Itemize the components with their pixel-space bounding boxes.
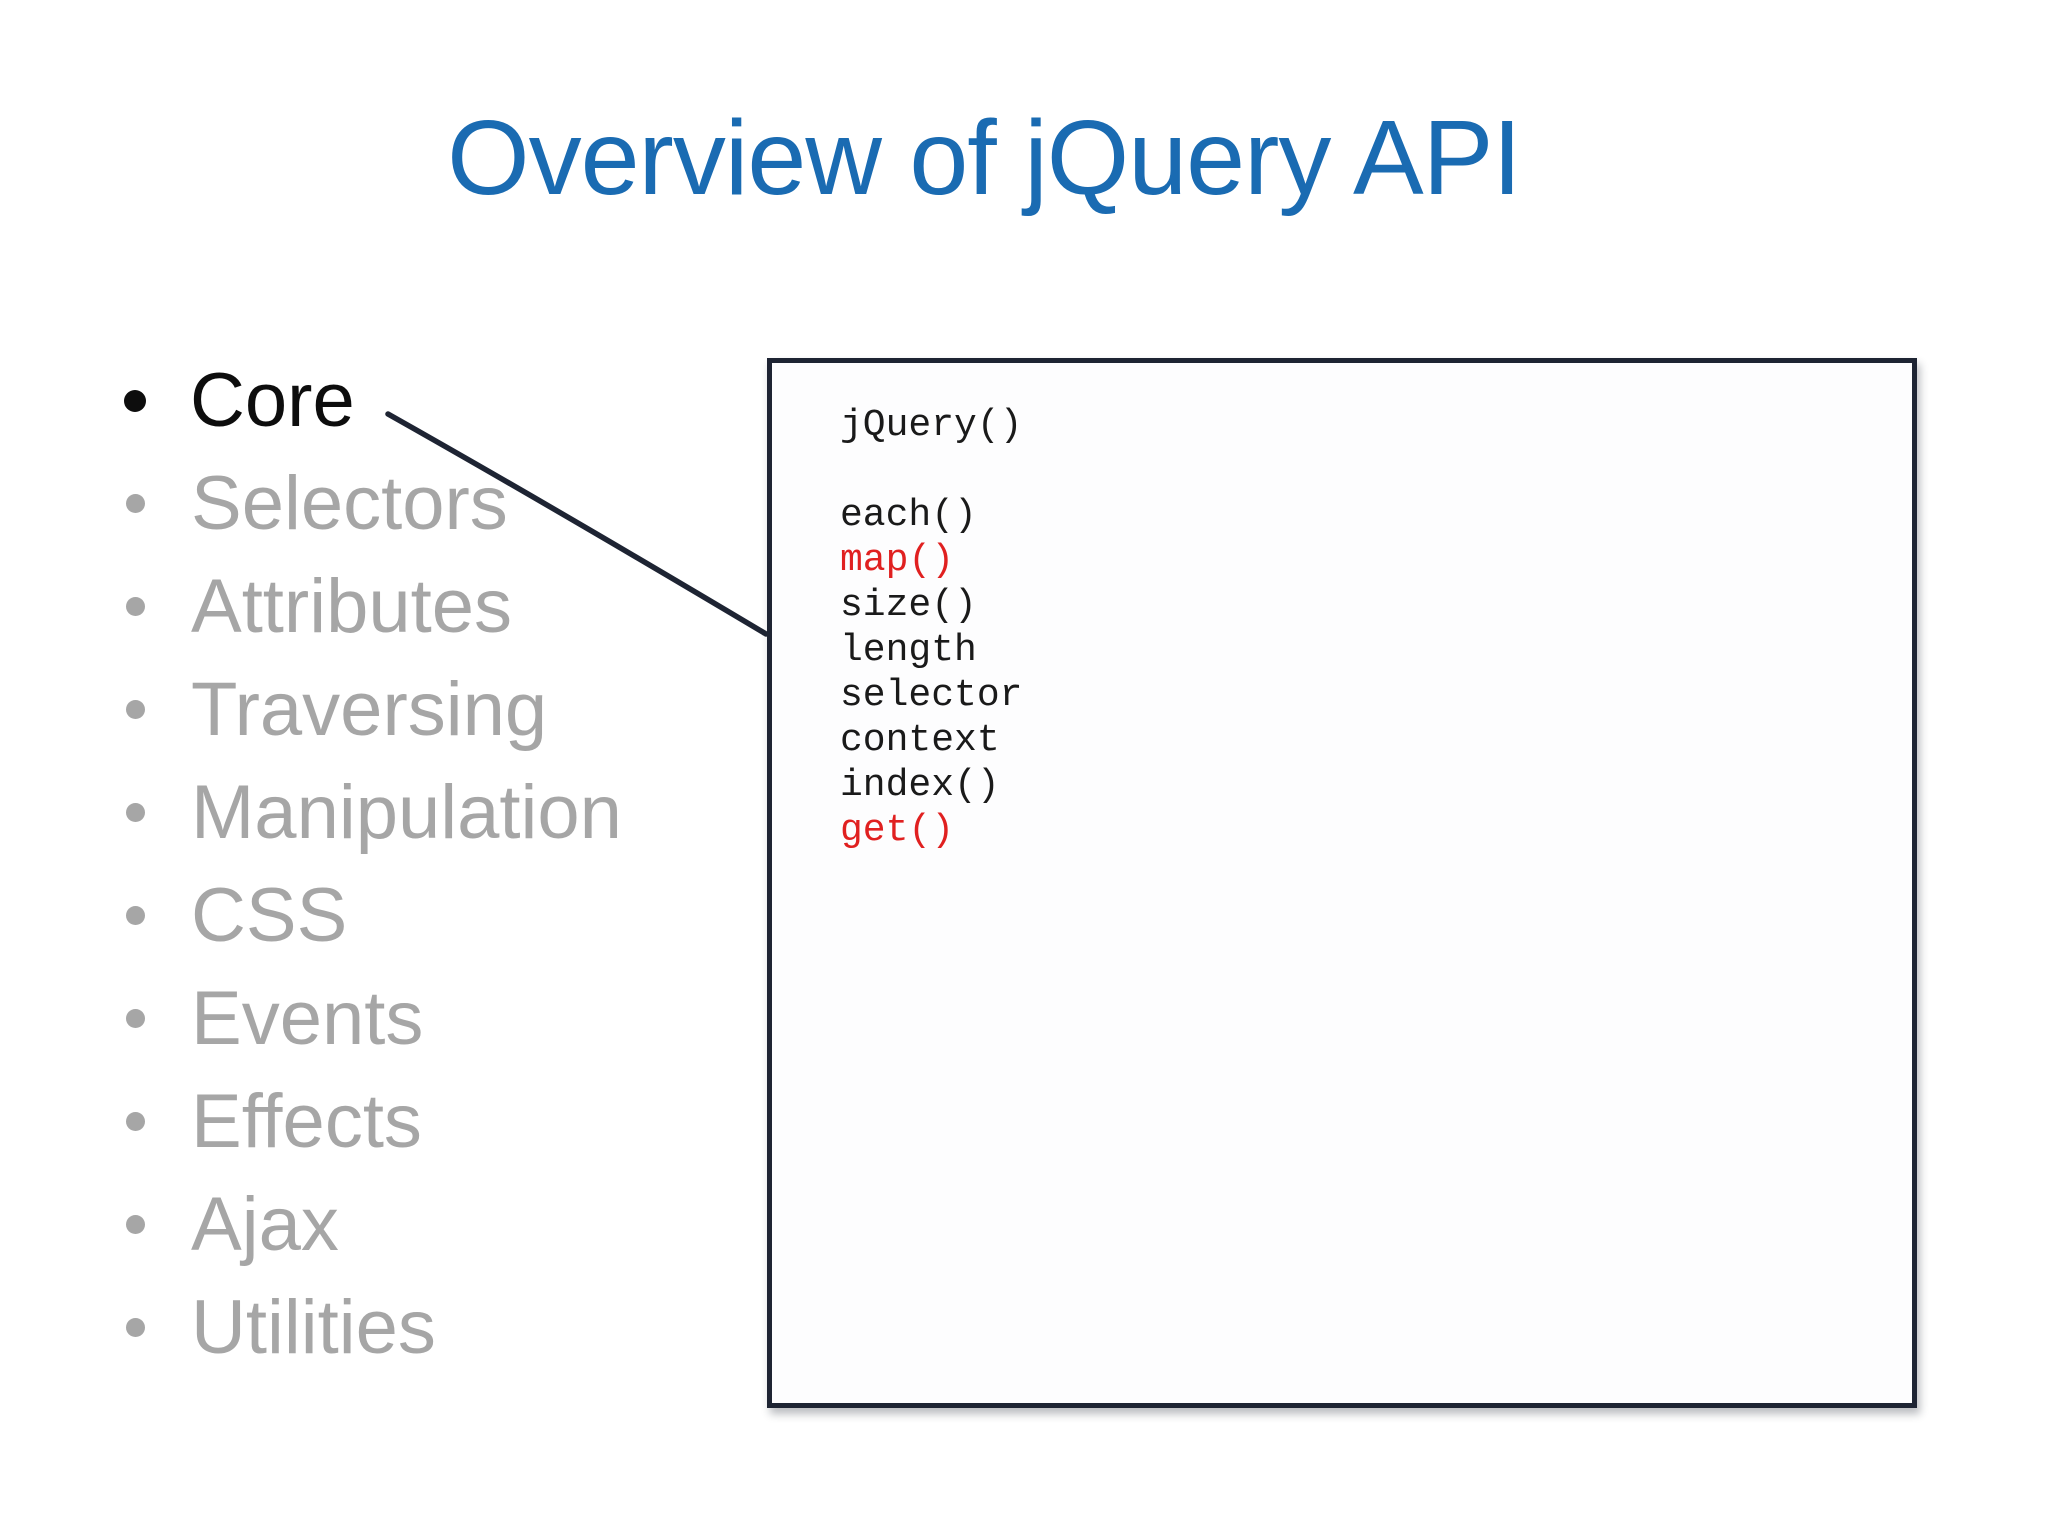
bullet-icon xyxy=(126,494,145,513)
code-line-size: size() xyxy=(840,584,977,627)
code-line-get: get() xyxy=(840,809,955,852)
bullet-label: Effects xyxy=(191,1079,422,1164)
bullet-label: Core xyxy=(190,358,355,443)
bullet-item-attributes: Attributes xyxy=(100,555,622,658)
code-panel: jQuery() each() map() size() length sele… xyxy=(767,358,1917,1408)
bullet-item-css: CSS xyxy=(100,864,622,967)
code-block: jQuery() each() map() size() length sele… xyxy=(772,363,1912,853)
code-line-each: each() xyxy=(840,494,977,537)
bullet-item-effects: Effects xyxy=(100,1070,622,1173)
bullet-label: Traversing xyxy=(191,667,548,752)
bullet-icon xyxy=(126,1318,145,1337)
bullet-icon xyxy=(126,1112,145,1131)
bullet-label: Selectors xyxy=(191,461,508,546)
bullet-label: Ajax xyxy=(191,1182,339,1267)
bullet-icon xyxy=(124,389,146,412)
bullet-icon xyxy=(126,1215,145,1234)
page-title: Overview of jQuery API xyxy=(447,99,1522,217)
code-line-jquery: jQuery() xyxy=(840,404,1023,447)
bullet-item-core: Core xyxy=(100,349,622,452)
bullet-label: Utilities xyxy=(191,1285,436,1370)
bullet-label: CSS xyxy=(191,873,348,958)
bullet-item-manipulation: Manipulation xyxy=(100,761,622,864)
bullet-item-events: Events xyxy=(100,967,622,1070)
code-line-context: context xyxy=(840,719,1000,762)
bullet-item-selectors: Selectors xyxy=(100,452,622,555)
bullet-item-ajax: Ajax xyxy=(100,1173,622,1276)
bullet-label: Manipulation xyxy=(191,770,622,855)
code-line-selector: selector xyxy=(840,674,1023,717)
bullet-icon xyxy=(126,700,145,719)
code-line-index: index() xyxy=(840,764,1000,807)
code-line-map: map() xyxy=(840,539,955,582)
bullet-icon xyxy=(126,803,145,822)
bullet-label: Events xyxy=(191,976,424,1061)
bullet-item-traversing: Traversing xyxy=(100,658,622,761)
code-line-length: length xyxy=(840,629,977,672)
bullet-label: Attributes xyxy=(191,564,513,649)
bullet-icon xyxy=(126,1009,145,1028)
bullet-icon xyxy=(126,906,145,925)
bullet-icon xyxy=(126,597,145,616)
bullet-list: Core Selectors Attributes Traversing Man… xyxy=(100,349,622,1379)
bullet-item-utilities: Utilities xyxy=(100,1276,622,1379)
code-line-blank xyxy=(840,448,1912,493)
